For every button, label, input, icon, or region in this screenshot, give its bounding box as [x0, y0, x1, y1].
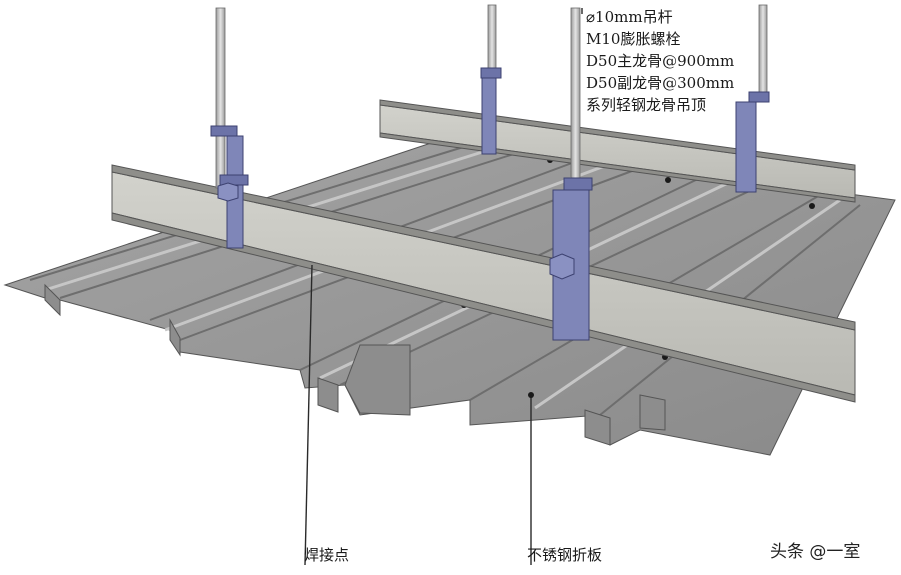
hanger-bracket-rear-left: [480, 67, 502, 155]
spec-rod: ⌀10mm吊杆: [586, 8, 673, 26]
hanger-bracket-front-right: [549, 177, 593, 341]
front-main-runner-beam: [111, 164, 856, 403]
leader-lines: [304, 8, 583, 566]
spec-main-runner: D50主龙骨@900mm: [586, 52, 735, 70]
leader-panel-dot: [528, 392, 534, 398]
hanger-brackets: [210, 67, 770, 341]
suspension-rod: [758, 4, 768, 101]
callout-weld-point: 焊接点: [304, 546, 350, 564]
suspension-rod: [215, 7, 226, 189]
spec-anchor-bolt: M10膨胀螺栓: [586, 30, 681, 48]
suspension-rod: [570, 7, 581, 204]
weld-point: [809, 203, 815, 209]
hanger-bracket-front-left: [210, 125, 249, 249]
hanger-bracket-rear-right: [735, 91, 770, 193]
leader-weld: [304, 264, 313, 566]
spec-system: 系列轻钢龙骨吊顶: [586, 96, 707, 114]
spec-annotation: ⌀10mm吊杆 M10膨胀螺栓 D50主龙骨@900mm D50副龙骨@300m…: [586, 6, 734, 116]
spec-cross-runner: D50副龙骨@300mm: [586, 74, 735, 92]
panel-front-folds: [44, 283, 666, 446]
weld-point: [665, 177, 671, 183]
suspension-rod: [487, 4, 497, 76]
watermark: 头条 @一室: [770, 542, 861, 562]
callout-stainless-folded-panel: 不锈钢折板: [527, 546, 603, 564]
